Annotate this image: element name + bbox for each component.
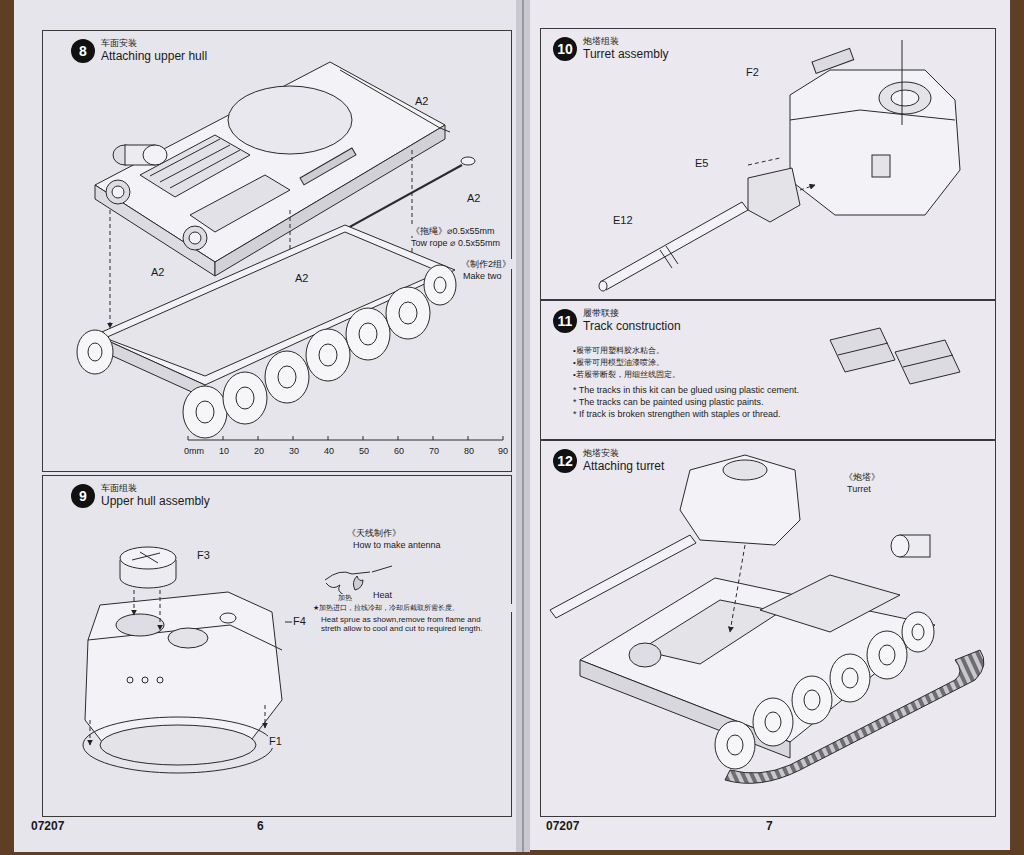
step-title-chinese: 炮塔组装	[583, 36, 619, 46]
step-title: Turret assembly	[583, 48, 669, 62]
step-title: Attaching upper hull	[101, 50, 207, 64]
step-number: 12	[553, 449, 577, 473]
step-panel: 炮塔组装 Turret assembly 10	[540, 28, 996, 300]
part-number: A2	[414, 95, 429, 108]
note: Heat sprue as shown,remove from flame an…	[320, 615, 492, 633]
step-number-text: 11	[553, 309, 577, 333]
part-number: A2	[466, 192, 481, 205]
step-title: Track construction	[583, 320, 681, 334]
note: How to make antenna	[352, 540, 442, 550]
page-code: 07207	[30, 820, 65, 834]
part-number: E12	[612, 214, 634, 227]
note: •若履带断裂，用细丝线固定。	[572, 370, 681, 379]
page-code: 07207	[545, 820, 580, 834]
page-number: 6	[256, 820, 265, 834]
note: * The tracks can be painted using plasti…	[572, 397, 764, 407]
note: Make two	[462, 271, 503, 281]
scale-value: 20	[253, 446, 265, 456]
step-title: Upper hull assembly	[101, 495, 210, 509]
part-number: A2	[150, 266, 165, 279]
note: ★加热进口，拉线冷却，冷却后截取所需长度。	[312, 604, 514, 612]
note: 《制作2组》	[460, 259, 512, 269]
scale-value: 30	[288, 446, 300, 456]
step-title-chinese: 车面组装	[101, 483, 137, 493]
part-number: F4	[292, 615, 307, 628]
scale-value: 90	[497, 446, 509, 456]
step-panel: 炮塔安装 Attaching turret 12	[540, 440, 996, 817]
part-number: F3	[196, 549, 211, 562]
step-panel: 车面安装 Attaching upper hull 8	[42, 30, 512, 472]
scale-value: 70	[428, 446, 440, 456]
step-panel: 车面组装 Upper hull assembly 9	[42, 475, 512, 817]
scale-value: 80	[463, 446, 475, 456]
step-number-text: 8	[71, 39, 95, 63]
step-number-text: 9	[71, 484, 95, 508]
step-title-chinese: 履带联接	[583, 308, 619, 318]
note: 《天线制作》	[346, 528, 402, 538]
step-number-text: 10	[553, 37, 577, 61]
scale-value: 40	[323, 446, 335, 456]
note: * If track is broken strengthen with sta…	[572, 409, 782, 419]
note: Heat	[372, 590, 393, 600]
step-number: 9	[71, 484, 95, 508]
note: 《拖绳》⌀0.5x55mm	[410, 226, 495, 236]
scale-value: 60	[393, 446, 405, 456]
step-title-chinese: 炮塔安装	[583, 448, 619, 458]
step-number: 10	[553, 37, 577, 61]
note: Turret	[846, 484, 872, 494]
part-number: A2	[294, 272, 309, 285]
scale-value: 50	[358, 446, 370, 456]
part-number: F2	[745, 66, 760, 79]
note: 《炮塔》	[843, 472, 881, 482]
page-number: 7	[765, 820, 774, 834]
note: •履带可用塑料胶水粘合。	[572, 346, 665, 355]
step-number: 8	[71, 39, 95, 63]
part-number: E5	[694, 157, 709, 170]
note: 加热	[337, 594, 353, 602]
scale-value: 0mm	[183, 446, 205, 456]
note: * The tracks in this kit can be glued us…	[572, 385, 800, 395]
part-number: F1	[268, 735, 283, 748]
note: Tow rope ⌀ 0.5x55mm	[410, 238, 501, 248]
step-title-chinese: 车面安装	[101, 38, 137, 48]
step-number-text: 12	[553, 449, 577, 473]
note: •履带可用模型油漆喷涂。	[572, 358, 665, 367]
scale-value: 10	[218, 446, 230, 456]
step-title: Attaching turret	[583, 460, 664, 474]
step-number: 11	[553, 309, 577, 333]
